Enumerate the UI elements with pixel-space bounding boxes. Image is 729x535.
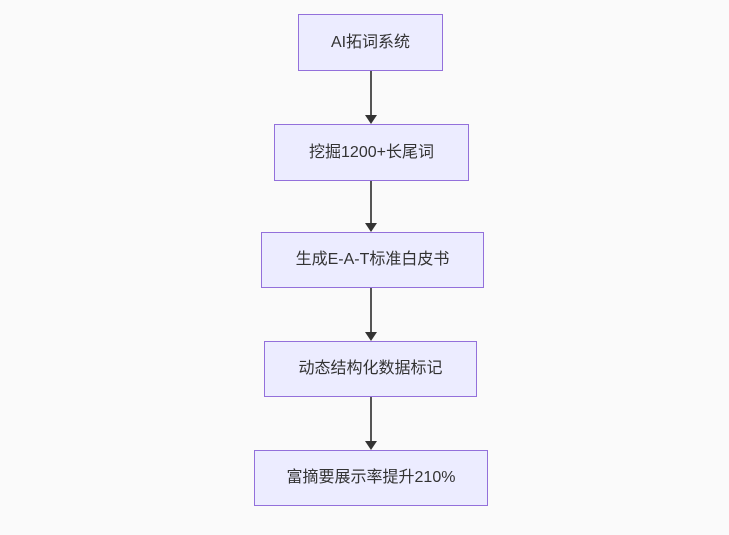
flow-node-eat-whitepaper: 生成E-A-T标准白皮书 [261, 232, 484, 288]
flow-arrow-3 [364, 288, 377, 341]
flow-arrow-2 [364, 181, 377, 232]
arrow-line [369, 181, 372, 224]
arrow-head-icon [364, 332, 377, 341]
flow-node-ai-word-expansion: AI拓词系统 [298, 14, 443, 71]
flow-node-longtail-mining: 挖掘1200+长尾词 [274, 124, 469, 181]
arrow-head-icon [364, 441, 377, 450]
arrow-head-icon [364, 223, 377, 232]
arrow-line [369, 71, 372, 116]
flow-node-label: 挖掘1200+长尾词 [309, 143, 434, 161]
flow-arrow-1 [364, 71, 377, 124]
flow-node-label: AI拓词系统 [330, 33, 411, 51]
flow-node-label: 生成E-A-T标准白皮书 [295, 251, 450, 268]
flow-node-structured-data-markup: 动态结构化数据标记 [264, 341, 477, 397]
flow-arrow-4 [364, 397, 377, 450]
arrow-line [369, 288, 372, 333]
flow-node-rich-snippet-result: 富摘要展示率提升210% [254, 450, 488, 506]
arrow-line [369, 397, 372, 442]
arrow-head-icon [364, 115, 377, 124]
flow-node-label: 富摘要展示率提升210% [286, 469, 456, 486]
flow-node-label: 动态结构化数据标记 [298, 360, 443, 377]
